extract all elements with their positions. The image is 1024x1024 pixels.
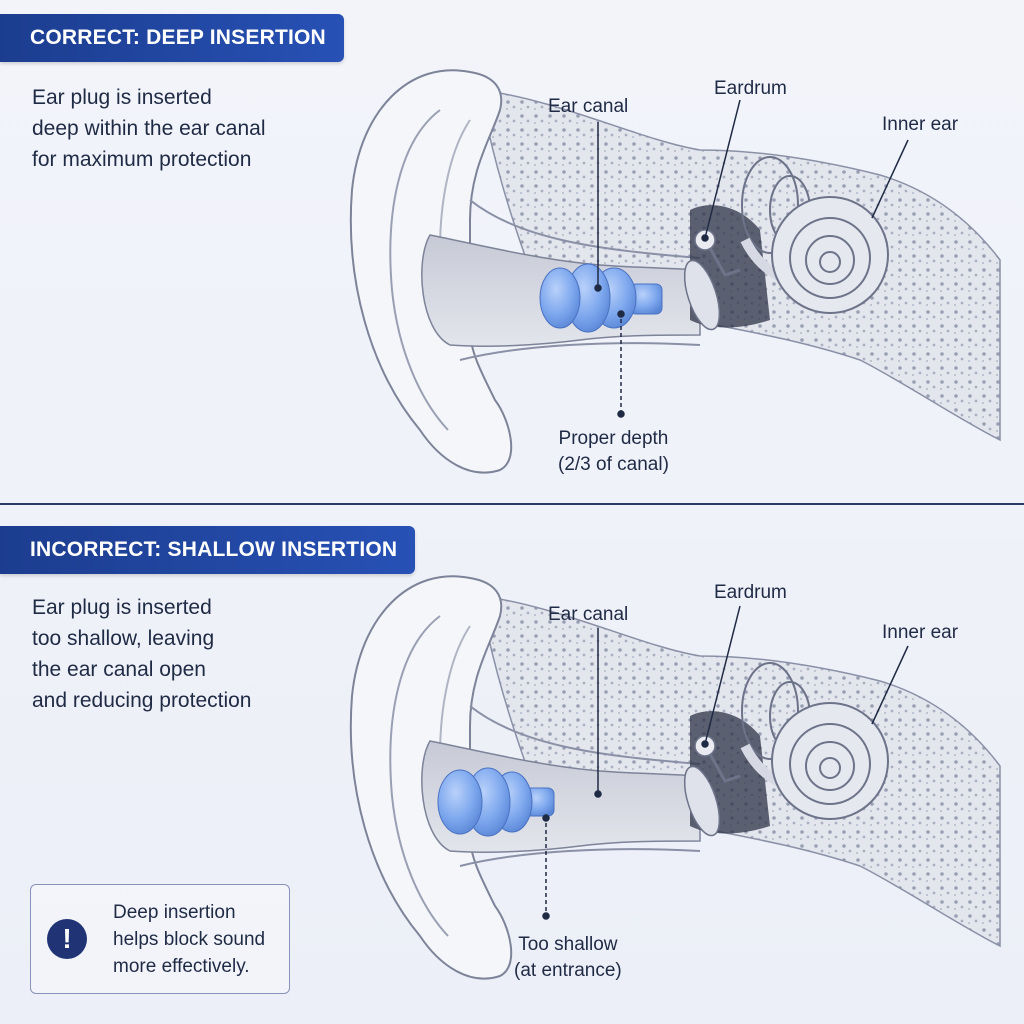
correct-panel: CORRECT: DEEP INSERTION Ear plug is inse… bbox=[0, 0, 1024, 505]
label-inner-ear: Inner ear bbox=[882, 114, 959, 135]
label-ear-canal: Ear canal bbox=[548, 604, 629, 625]
incorrect-banner: INCORRECT: SHALLOW INSERTION bbox=[0, 526, 416, 574]
incorrect-panel: INCORRECT: SHALLOW INSERTION Ear plug is… bbox=[0, 506, 1024, 1024]
eardrum-shape bbox=[683, 765, 721, 837]
label-ear-canal: Ear canal bbox=[548, 96, 629, 117]
ear-plug-shallow bbox=[437, 767, 555, 837]
label-eardrum: Eardrum bbox=[714, 78, 787, 99]
correct-ear-diagram bbox=[349, 69, 1001, 474]
correct-banner: CORRECT: DEEP INSERTION bbox=[0, 14, 344, 62]
inner-ear-shape bbox=[740, 156, 889, 314]
exclamation-icon: ! bbox=[47, 919, 87, 959]
inner-ear-shape bbox=[740, 662, 889, 820]
eardrum-shape bbox=[683, 259, 721, 331]
label-proper-depth: Proper depth (2/3 of canal) bbox=[558, 428, 669, 475]
label-too-shallow: Too shallow (at entrance) bbox=[514, 934, 622, 981]
note-text: Deep insertion helps block sound more ef… bbox=[113, 902, 266, 977]
panel-divider bbox=[0, 503, 1024, 505]
correct-description: Ear plug is inserted deep within the ear… bbox=[32, 86, 266, 171]
ear-plug-deep bbox=[539, 263, 663, 333]
incorrect-description: Ear plug is inserted too shallow, leavin… bbox=[32, 596, 252, 712]
incorrect-ear-diagram bbox=[349, 575, 1001, 980]
note-box: ! Deep insertion helps block sound more … bbox=[30, 884, 290, 994]
label-inner-ear: Inner ear bbox=[882, 622, 959, 643]
label-eardrum: Eardrum bbox=[714, 582, 787, 603]
